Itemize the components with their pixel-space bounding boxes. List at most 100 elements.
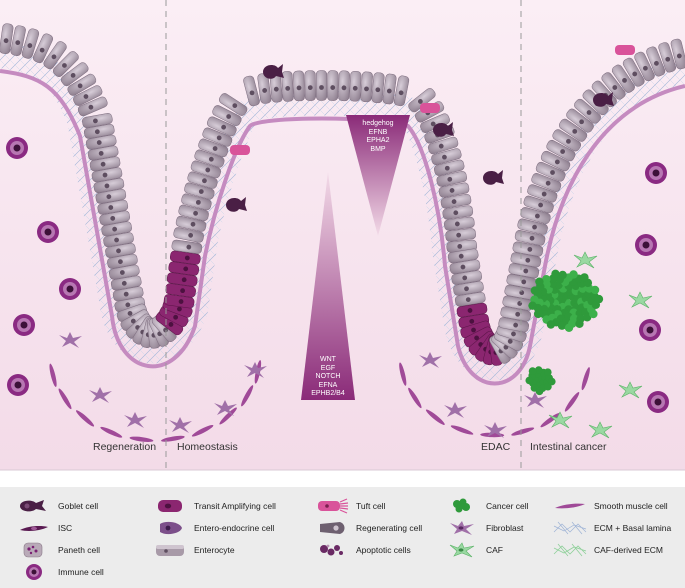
cancer-cell	[557, 321, 567, 330]
gradient-label: EFNB	[368, 128, 388, 136]
epithelial-cell	[622, 57, 645, 87]
enterocyte-icon	[156, 545, 184, 556]
legend-item-cancer: Cancer cell	[442, 496, 529, 516]
caf	[548, 411, 573, 429]
immune-cell	[635, 234, 657, 256]
fibroblast	[124, 412, 147, 428]
smooth-muscle-cell	[75, 410, 95, 427]
gradient-label: BMP	[370, 145, 386, 153]
epithelial-cell	[436, 171, 468, 187]
epithelial-cell	[0, 23, 14, 55]
epithelial-cell	[175, 215, 207, 232]
gradient-label: EPHB2/B4	[311, 390, 345, 398]
epithelial-cell	[82, 113, 113, 128]
section-label-regeneration: Regeneration	[93, 441, 157, 453]
epithelial-cell	[269, 71, 283, 103]
epithelial-cell	[371, 72, 385, 104]
immune-cell	[6, 137, 28, 159]
epithelial-cell	[445, 228, 476, 242]
goblet-cell	[593, 92, 614, 107]
epithelial-cell	[89, 156, 121, 172]
legend-item-isc: ISC	[14, 518, 72, 538]
epithelial-cell	[304, 70, 316, 101]
epithelial-cell	[327, 70, 339, 101]
gradient-label: EFNA	[318, 381, 338, 389]
cancer-cell	[535, 387, 544, 396]
legend-item-ecm: ECM + Basal lamina	[550, 518, 671, 538]
gradient-label: WNT	[320, 356, 336, 363]
fibroblast-icon	[450, 521, 474, 535]
epithelial-cell	[10, 25, 26, 56]
legend-item-paneth: Paneth cell	[14, 540, 100, 560]
epithelial-cell	[517, 218, 548, 235]
epithelial-cell	[206, 116, 237, 137]
legend-item-transit-amplifying: Transit Amplifying cell	[150, 496, 276, 516]
epithelial-cell	[257, 73, 272, 104]
cancer-cell	[582, 313, 592, 322]
cancer-cell	[535, 277, 544, 286]
fibroblast	[524, 392, 547, 408]
smooth-muscle-cell	[511, 427, 535, 436]
epithelial-cell	[646, 46, 666, 77]
legend-item-goblet: Goblet cell	[14, 496, 98, 516]
epithelial-cell	[110, 275, 142, 291]
immune-cell	[37, 221, 59, 243]
epithelial-cell	[634, 51, 655, 82]
immune-cell	[7, 374, 29, 396]
epithelial-cell	[91, 167, 123, 183]
epithelium-cells	[0, 23, 685, 366]
caf	[588, 421, 613, 439]
fibroblast	[419, 352, 442, 368]
epithelial-cell	[431, 148, 462, 166]
legend-item-smooth-muscle: Smooth muscle cell	[550, 496, 668, 516]
smooth-muscle-cell	[219, 407, 237, 425]
entero-endocrine-cell-icon	[160, 521, 182, 535]
cancer-cell	[525, 376, 534, 385]
epithelial-cell	[103, 232, 134, 248]
epithelial-cell	[552, 129, 582, 152]
epithelial-cell	[512, 241, 544, 257]
epithelial-cell	[120, 309, 150, 331]
epithelial-cell	[293, 70, 305, 102]
epithelial-cell	[523, 195, 554, 214]
legend-item-entero-endocrine: Entero-endocrine cell	[150, 518, 274, 538]
epithelial-cell	[101, 221, 132, 237]
epithelial-cell	[187, 171, 218, 189]
smooth-muscle-cell	[408, 387, 422, 409]
section-label-intestinal-cancer: Intestinal cancer	[530, 441, 607, 453]
epithelial-cell	[506, 273, 538, 290]
caf	[618, 381, 643, 399]
smooth-muscle-cell	[540, 412, 561, 428]
bottom-gradient-triangle	[301, 172, 355, 400]
cancer-cell	[546, 320, 556, 329]
cancer-cell	[528, 301, 537, 310]
epithelial-cell	[508, 263, 540, 279]
epithelial-cell	[163, 294, 195, 309]
gradient-label: EPHA2	[366, 137, 390, 145]
smooth-muscle-cell	[100, 426, 123, 438]
cancer-cell	[533, 309, 543, 319]
epithelial-cell	[32, 33, 54, 64]
smooth-muscle-cell-icon	[555, 503, 585, 509]
epithelial-cell	[43, 41, 67, 70]
epithelial-cell	[107, 253, 138, 269]
intestinal-epithelium-diagram	[0, 0, 685, 471]
epithelial-cell	[546, 139, 576, 162]
epithelial-cell	[427, 136, 459, 155]
caf	[628, 291, 653, 309]
smooth-muscle-cell	[161, 435, 185, 442]
epithelial-cell	[181, 193, 212, 211]
section-label-homeostasis: Homeostasis	[177, 441, 238, 453]
epithelial-cell	[105, 243, 136, 258]
epithelial-cell	[447, 248, 479, 264]
epithelial-cell	[77, 96, 108, 117]
caf-icon	[449, 542, 475, 558]
gradient-label: EGF	[320, 364, 336, 372]
epithelial-cell	[67, 73, 97, 96]
epithelial-cell	[85, 134, 117, 150]
top-gradient-triangle	[346, 115, 410, 236]
epithelial-cell	[315, 70, 328, 101]
stromal-cells	[6, 137, 669, 442]
epithelial-cell	[540, 150, 571, 172]
